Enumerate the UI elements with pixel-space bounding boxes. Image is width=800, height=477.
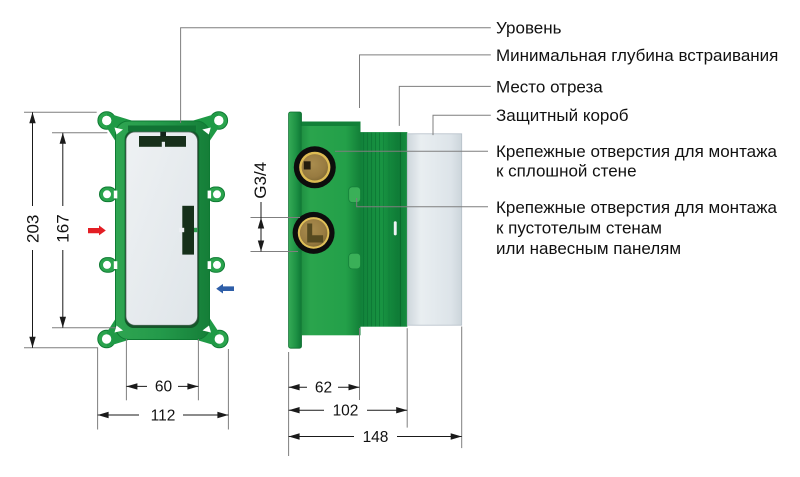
svg-text:к сплошной стене: к сплошной стене (496, 162, 637, 181)
svg-text:167: 167 (54, 214, 73, 242)
svg-text:102: 102 (333, 403, 359, 420)
svg-text:Защитный короб: Защитный короб (496, 106, 629, 125)
svg-text:Крепежные отверстия для монтаж: Крепежные отверстия для монтажа (496, 142, 777, 161)
svg-text:Минимальная глубина встраивани: Минимальная глубина встраивания (496, 46, 778, 65)
svg-text:Уровень: Уровень (496, 19, 562, 38)
svg-text:112: 112 (151, 408, 176, 425)
svg-text:62: 62 (315, 379, 332, 396)
svg-text:Место отреза: Место отреза (496, 77, 603, 96)
svg-text:148: 148 (363, 429, 389, 446)
svg-text:60: 60 (155, 379, 173, 396)
svg-text:или навесным панелям: или навесным панелям (496, 239, 681, 258)
svg-text:G3/4: G3/4 (251, 162, 270, 199)
svg-text:Крепежные отверстия для монтаж: Крепежные отверстия для монтажа (496, 198, 777, 217)
svg-text:к пустотелым стенам: к пустотелым стенам (496, 218, 662, 237)
svg-text:203: 203 (23, 215, 42, 243)
